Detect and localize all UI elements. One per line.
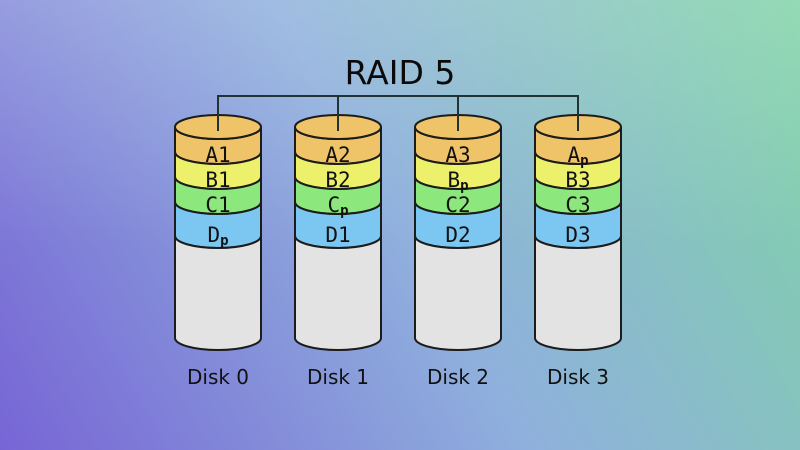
disk-1-block-b-label: B2 bbox=[325, 168, 350, 192]
disk-0-body bbox=[174, 235, 262, 351]
disk-1-block-c-label: Cp bbox=[327, 193, 348, 219]
disk-2-block-a-label: A3 bbox=[445, 143, 470, 167]
disk-1-block-d-label: D1 bbox=[325, 223, 350, 247]
bus-connector-line bbox=[217, 95, 579, 131]
disk-2-body bbox=[414, 235, 502, 351]
disk-0-block-c-label: C1 bbox=[205, 193, 230, 217]
disk-3-block-c-label: C3 bbox=[565, 193, 590, 217]
disk-2-block-c-label: C2 bbox=[445, 193, 470, 217]
disk-0-block-d-label: Dp bbox=[207, 223, 228, 249]
disk-1-body bbox=[294, 235, 382, 351]
disk-2-block-d-label: D2 bbox=[445, 223, 470, 247]
disk-2: A3 Bp C2 D2 Disk 2 bbox=[414, 114, 502, 389]
disk-2-block-b-label: Bp bbox=[447, 168, 468, 194]
disk-0-block-a-label: A1 bbox=[205, 143, 230, 167]
disk-0-block-b-label: B1 bbox=[205, 168, 230, 192]
disk-3-body bbox=[534, 235, 622, 351]
disk-3-block-d-label: D3 bbox=[565, 223, 590, 247]
disk-3-block-a-label: Ap bbox=[567, 143, 588, 169]
disk-0-label: Disk 0 bbox=[187, 365, 249, 389]
diagram-title: RAID 5 bbox=[345, 53, 456, 92]
disk-2-label: Disk 2 bbox=[427, 365, 489, 389]
disk-1-block-a-label: A2 bbox=[325, 143, 350, 167]
disk-3-label: Disk 3 bbox=[547, 365, 609, 389]
disk-3-block-b-label: B3 bbox=[565, 168, 590, 192]
disk-0: A1 B1 C1 Dp Disk 0 bbox=[174, 114, 262, 389]
disk-3: Ap B3 C3 D3 Disk 3 bbox=[534, 114, 622, 389]
disk-1-label: Disk 1 bbox=[307, 365, 369, 389]
disk-1: A2 B2 Cp D1 Disk 1 bbox=[294, 114, 382, 389]
